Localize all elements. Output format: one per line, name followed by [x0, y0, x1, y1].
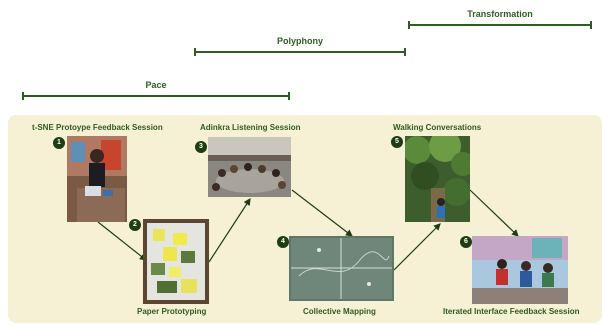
session-number-4: 4 — [277, 236, 289, 248]
session-title-3: Adinkra Listening Session — [200, 123, 301, 132]
phase-bar-polyphony — [194, 48, 406, 56]
group-circle-photo — [208, 137, 291, 197]
phase-label-transformation: Transformation — [467, 9, 533, 19]
map-photo — [289, 236, 394, 301]
session-title-4: Collective Mapping — [303, 307, 376, 316]
session-title-6: Iterated Interface Feedback Session — [443, 307, 580, 316]
arrow-4-to-5 — [393, 223, 441, 271]
phase-label-pace: Pace — [145, 80, 167, 90]
session-number-3: 3 — [195, 141, 207, 153]
session-number-2: 2 — [129, 219, 141, 231]
session-number-1: 1 — [53, 137, 65, 149]
group-interview-photo — [472, 236, 568, 304]
session-number-5: 5 — [391, 136, 403, 148]
workshop-photo — [67, 136, 127, 222]
arrow-5-to-6 — [469, 189, 519, 237]
arrow-2-to-3 — [208, 197, 251, 263]
session-title-1: t-SNE Protoype Feedback Session — [32, 123, 163, 132]
session-title-5: Walking Conversations — [393, 123, 482, 132]
arrow-3-to-4 — [291, 189, 353, 237]
arrow-1-to-2 — [97, 221, 147, 261]
session-title-2: Paper Prototyping — [137, 307, 207, 316]
paper-prototype-photo — [143, 219, 209, 304]
phase-bar-transformation — [408, 21, 592, 29]
forest-walk-photo — [405, 136, 470, 222]
session-number-6: 6 — [460, 236, 472, 248]
phase-bar-pace — [22, 92, 290, 100]
phase-label-polyphony: Polyphony — [276, 36, 323, 46]
